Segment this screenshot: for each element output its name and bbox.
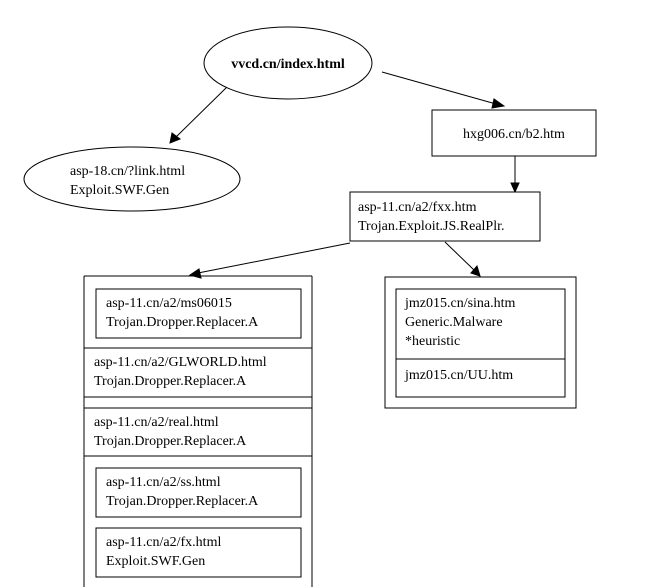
hxg-label: hxg006.cn/b2.htm [463,127,565,142]
fx-url: asp-11.cn/a2/fx.html [106,535,221,550]
ms06015-url: asp-11.cn/a2/ms06015 [106,296,232,311]
asp18-url: asp-18.cn/?link.html [70,164,185,179]
fxx-detection: Trojan.Exploit.JS.RealPlr. [358,219,505,234]
left-group: asp-11.cn/a2/ms06015 Trojan.Dropper.Repl… [83,275,313,587]
real-detection: Trojan.Dropper.Replacer.A [94,434,247,449]
node-glworld: asp-11.cn/a2/GLWORLD.html Trojan.Dropper… [94,355,267,389]
fxx-url: asp-11.cn/a2/fxx.htm [358,200,477,215]
node-uu: jmz015.cn/UU.htm [404,368,513,383]
fx-detection: Exploit.SWF.Gen [106,554,205,569]
right-group: jmz015.cn/sina.htm Generic.Malware *heur… [384,276,577,409]
sina-detection: Generic.Malware [405,315,503,330]
edge-root-to-asp18 [169,85,229,144]
edge-fxx-to-right-group [444,241,481,277]
ms06015-detection: Trojan.Dropper.Replacer.A [106,315,259,330]
edge-hxg-to-fxx [510,156,520,194]
node-sina: jmz015.cn/sina.htm Generic.Malware *heur… [404,296,516,349]
node-fx: asp-11.cn/a2/fx.html Exploit.SWF.Gen [95,527,302,578]
node-real: asp-11.cn/a2/real.html Trojan.Dropper.Re… [94,415,247,449]
edge-root-to-hxg [381,71,506,109]
sina-heuristic: *heuristic [405,334,460,349]
node-asp18: asp-18.cn/?link.html Exploit.SWF.Gen [23,146,241,212]
root-label: vvcd.cn/index.html [231,57,345,72]
real-url: asp-11.cn/a2/real.html [94,415,219,430]
node-hxg: hxg006.cn/b2.htm [431,109,597,157]
uu-url: jmz015.cn/UU.htm [404,368,513,383]
node-root: vvcd.cn/index.html [203,26,373,100]
glworld-detection: Trojan.Dropper.Replacer.A [94,374,247,389]
asp18-detection: Exploit.SWF.Gen [70,183,169,198]
node-ss: asp-11.cn/a2/ss.html Trojan.Dropper.Repl… [95,467,302,518]
edge-fxx-to-left-group [188,242,351,279]
ss-url: asp-11.cn/a2/ss.html [106,475,221,490]
sina-url: jmz015.cn/sina.htm [404,296,516,311]
glworld-url: asp-11.cn/a2/GLWORLD.html [94,355,267,370]
ss-detection: Trojan.Dropper.Replacer.A [106,494,259,509]
node-ms06015: asp-11.cn/a2/ms06015 Trojan.Dropper.Repl… [95,288,302,339]
node-fxx: asp-11.cn/a2/fxx.htm Trojan.Exploit.JS.R… [349,191,541,242]
